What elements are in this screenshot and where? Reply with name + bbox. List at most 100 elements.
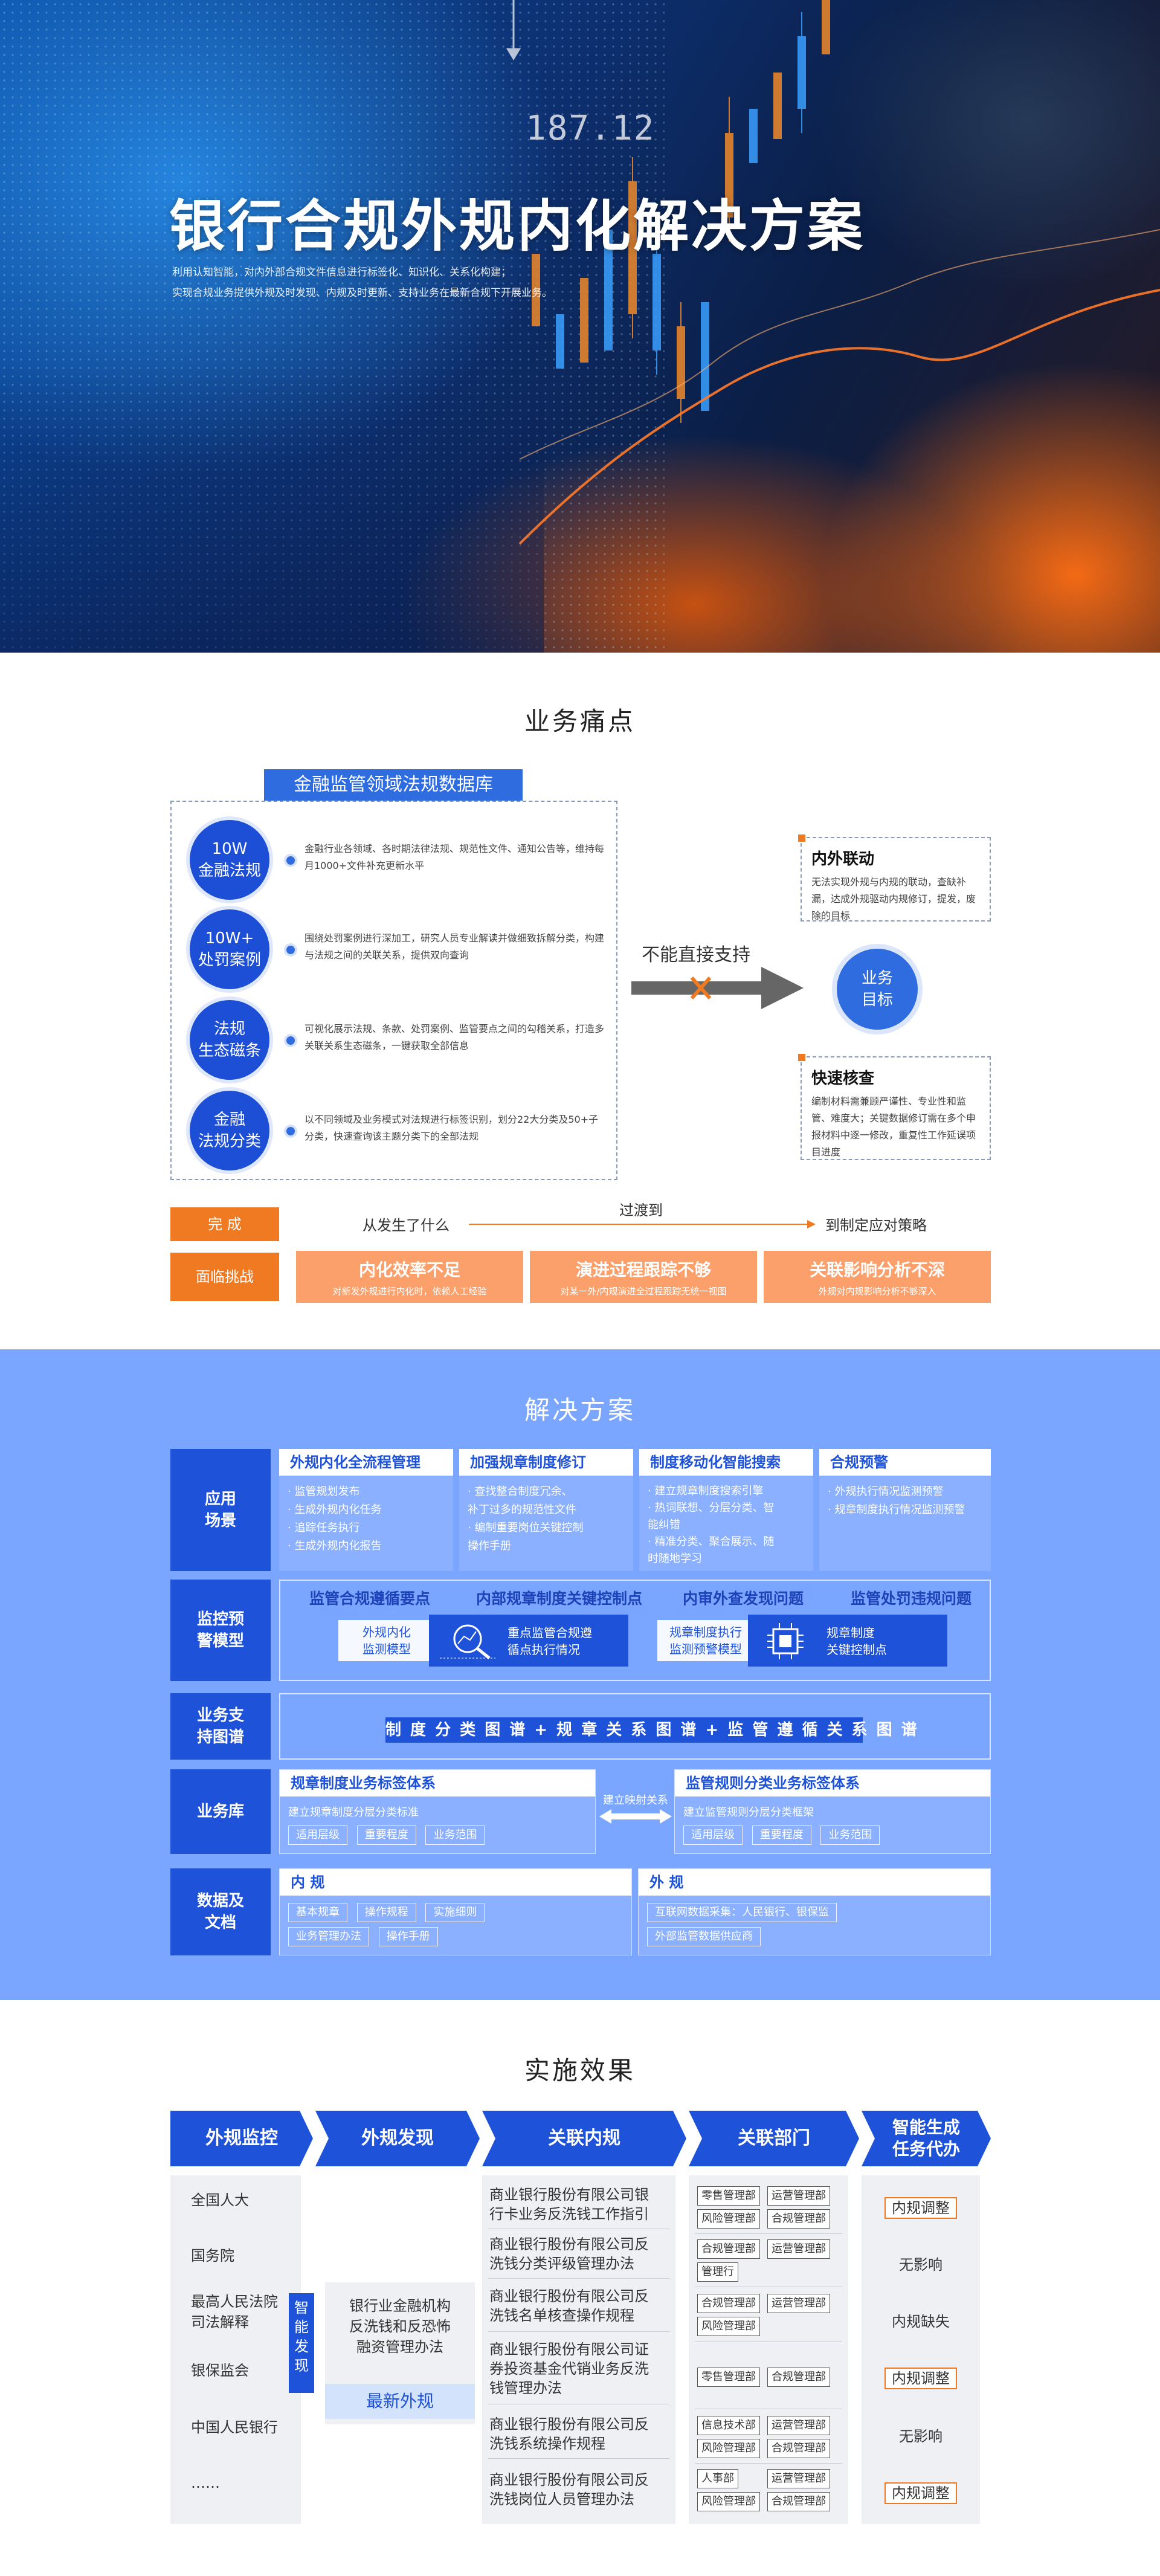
latest-rule-tag: 最新外规 — [325, 2384, 475, 2419]
database-badge: 10W+处罚案例 — [190, 909, 269, 989]
label-lib: 业务库 — [170, 1769, 271, 1854]
tag-chip: 适用层级 — [288, 1825, 347, 1845]
rules-column: 商业银行股份有限公司银 行卡业务反洗钱工作指引 商业银行股份有限公司反 洗钱分类… — [482, 2175, 675, 2524]
lib-mapping-label: 建立映射关系 — [603, 1794, 668, 1807]
database-row-text: 以不同领域及业务模式对法规进行标签识别，划分22大分类及50+子分类，快速查询该… — [304, 1114, 599, 1142]
magnifier-chart-icon — [440, 1624, 495, 1659]
hero-candlestick-art — [506, 0, 1160, 545]
blocked-arrow-icon — [631, 967, 804, 1009]
effect-column-head: 智能生成 任务代办 — [862, 2111, 991, 2166]
label-scene: 应用 场景 — [170, 1449, 271, 1571]
database-badge: 金融法规分类 — [190, 1091, 269, 1170]
result-item: 无影响 — [899, 2256, 942, 2273]
tag-chip: 重要程度 — [752, 1825, 811, 1845]
docs-card-title: 外 规 — [639, 1869, 990, 1896]
challenge-card: 内化效率不足 对新发外规进行内化时，依赖人工经验 — [296, 1251, 523, 1303]
department-tag: 零售管理部 — [697, 2186, 760, 2206]
department-tag: 合规管理部 — [697, 2239, 760, 2259]
challenge-sub: 对某一外/内规演进全过程跟踪无统一视图 — [560, 1286, 727, 1297]
monitor-model: 规章制度执行 监测预警模型 规章制度 关键控制点 — [657, 1615, 947, 1667]
result-item: 内规调整 — [862, 2481, 980, 2504]
monitor-heading: 内部规章制度关键控制点 — [476, 1590, 643, 1607]
challenge-sub: 对新发外规进行内化时，依赖人工经验 — [332, 1286, 487, 1297]
source-item: 国务院 — [191, 2247, 234, 2264]
related-rule-item: 商业银行股份有限公司银 行卡业务反洗钱工作指引 — [489, 2186, 649, 2223]
side-box-quick-check: 快速核查 编制材料需兼顾严谨性、专业性和监管、难度大；关键数据修订需在多个申报材… — [798, 1054, 991, 1160]
bullet-dot — [286, 1127, 295, 1135]
challenge-title: 演进过程跟踪不够 — [575, 1260, 711, 1280]
database-badge: 法规生态磁条 — [190, 1000, 269, 1080]
monitor-model: 外规内化 监测模型 重点监管合规遵 循点执行情况 — [338, 1615, 628, 1667]
result-item: 内规调整 — [862, 2366, 980, 2389]
effect-section-title: 实施效果 — [524, 2056, 636, 2085]
scene-card: 外规内化全流程管理 · 监管规划发布 · 生成外规内化任务 · 追踪任务执行 ·… — [279, 1449, 453, 1571]
monitor-heading: 监管处罚违规问题 — [851, 1590, 972, 1607]
result-item: 内规缺失 — [892, 2313, 950, 2330]
challenge-card: 关联影响分析不深 外规对内规影响分析不够深入 — [764, 1251, 991, 1303]
results-column: 内规调整 无影响 内规缺失 内规调整 无影响 内规调整 — [862, 2175, 980, 2524]
hero-banner: 187.12 银行合规外规内化解决方案 利用认知智能，对内外部合规文件信息进行标… — [0, 0, 1160, 653]
bullet-dot — [286, 946, 295, 954]
department-tag: 运营管理部 — [767, 2186, 830, 2206]
department-tag: 合规管理部 — [767, 2492, 830, 2511]
department-tag: 风险管理部 — [697, 2209, 760, 2229]
department-tag: 合规管理部 — [697, 2294, 760, 2313]
graph-panel — [279, 1693, 991, 1760]
related-rule-item: 商业银行股份有限公司反 洗钱名单核查操作规程 — [489, 2288, 649, 2324]
effect-column-head: 关联部门 — [689, 2111, 859, 2166]
tag-chip: 操作手册 — [378, 1927, 438, 1946]
lib-card-title: 监管规则分类业务标签体系 — [675, 1770, 990, 1796]
tag-chip: 互联网数据采集：人民银行、银保监 — [647, 1903, 837, 1922]
chip-circuit-icon — [767, 1623, 804, 1659]
department-tag: 运营管理部 — [767, 2239, 830, 2259]
smart-discovery-tag: 智 能 发 现 — [289, 2293, 314, 2393]
department-tag: 管理行 — [697, 2262, 738, 2282]
related-rule-item: 商业银行股份有限公司反 洗钱岗位人员管理办法 — [489, 2471, 649, 2508]
scene-panel: 外规内化全流程管理 · 监管规划发布 · 生成外规内化任务 · 追踪任务执行 ·… — [279, 1449, 991, 1571]
graph-bar: 制 度 分 类 图 谱 + 规 章 关 系 图 谱 + 监 管 遵 循 关 系 … — [385, 1717, 917, 1743]
docs-card-internal: 内 规 基本规章 操作规程 实施细则 业务管理办法 操作手册 — [279, 1868, 632, 1955]
database-row: 10W+处罚案例 围绕处罚案例进行深加工，研究人员专业解读并做细致拆解分类，构建… — [190, 909, 613, 994]
source-item: 中国人民银行 — [191, 2419, 278, 2436]
related-rule-item: 商业银行股份有限公司反 洗钱系统操作规程 — [489, 2416, 649, 2452]
flow-transit-text: 过渡到 — [619, 1202, 663, 1219]
related-rule-item: 商业银行股份有限公司证 券投资基金代销业务反洗 钱管理办法 — [489, 2341, 649, 2397]
scene-card: 加强规章制度修订 · 查找整合制度冗余、 补丁过多的规范性文件 · 编制重要岗位… — [459, 1449, 633, 1571]
monitor-model-label: 规章制度执行 监测预警模型 — [669, 1625, 742, 1656]
department-tag: 运营管理部 — [767, 2469, 830, 2488]
flow-line — [469, 1224, 812, 1225]
tag-chip: 业务范围 — [425, 1825, 485, 1845]
department-tag: 合规管理部 — [767, 2209, 830, 2229]
side-box-title: 内外联动 — [811, 850, 875, 868]
tag-chip: 实施细则 — [425, 1903, 485, 1922]
monitor-heading: 内审外查发现问题 — [683, 1590, 804, 1607]
flow-from-text: 从发生了什么 — [362, 1217, 450, 1234]
department-tag: 信息技术部 — [697, 2416, 760, 2435]
challenge-title: 内化效率不足 — [358, 1260, 460, 1280]
department-tag: 风险管理部 — [697, 2439, 760, 2458]
source-item: 最高人民法院 司法解释 — [191, 2293, 278, 2331]
effect-column-head: 关联内规 — [482, 2111, 686, 2166]
database-row-text: 金融行业各领域、各时期法律法规、规范性文件、通知公告等，维持每月1000+文件补… — [304, 843, 605, 871]
lib-card-external: 监管规则分类业务标签体系 建立监管规则分层分类框架 适用层级 重要程度 业务范围 — [674, 1769, 991, 1854]
bullet-dot — [286, 856, 295, 865]
source-column: 全国人大 国务院 最高人民法院 司法解释 银保监会 中国人民银行 …… — [170, 2175, 301, 2524]
scene-card: 合规预警 · 外规执行情况监测预警 · 规章制度执行情况监测预警 — [819, 1449, 991, 1571]
label-graph: 业务支 持图谱 — [170, 1693, 271, 1760]
docs-card-title: 内 规 — [280, 1869, 631, 1896]
database-row: 法规生态磁条 可视化展示法规、条款、处罚案例、监管要点之间的勾稽关系，打造多关联… — [190, 1000, 613, 1085]
found-doc-title: 银行业金融机构 反洗钱和反恐怖 融资管理办法 — [349, 2297, 451, 2355]
tag-chip: 适用层级 — [683, 1825, 743, 1845]
monitor-heading: 监管合规遵循要点 — [309, 1590, 431, 1607]
label-monitor: 监控预 警模型 — [170, 1580, 271, 1681]
bullet-dot — [286, 1036, 295, 1045]
monitor-model-target: 重点监管合规遵 循点执行情况 — [507, 1625, 592, 1657]
source-item: 银保监会 — [191, 2362, 249, 2379]
docs-card-external: 外 规 互联网数据采集：人民银行、银保监 外部监管数据供应商 — [638, 1868, 991, 1955]
department-tag: 人事部 — [697, 2469, 738, 2488]
tag-chip: 外部监管数据供应商 — [647, 1927, 761, 1946]
challenge-card: 演进过程跟踪不够 对某一外/内规演进全过程跟踪无统一视图 — [530, 1251, 757, 1303]
solution-section-title: 解决方案 — [524, 1395, 636, 1425]
department-tag: 风险管理部 — [697, 2492, 760, 2511]
